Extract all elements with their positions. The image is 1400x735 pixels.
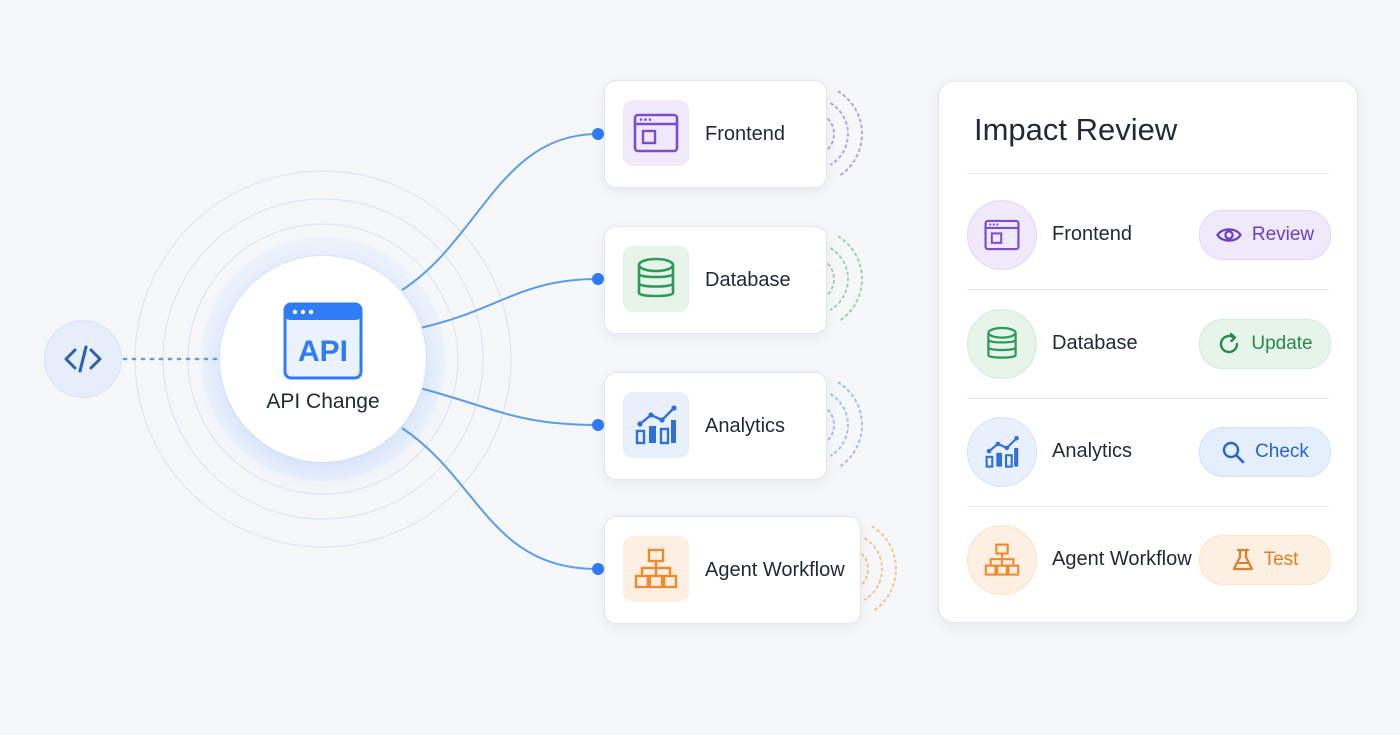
divider <box>967 289 1329 290</box>
api-change-label: API Change <box>266 390 380 413</box>
workflow-icon <box>634 548 678 589</box>
divider <box>967 506 1329 507</box>
impact-review-panel: Impact Review Frontend Review Database <box>938 81 1358 623</box>
row-label: Analytics <box>1052 440 1133 462</box>
node-label: Database <box>705 269 791 291</box>
node-frontend[interactable]: Frontend <box>604 80 827 188</box>
frontend-tile <box>623 100 689 166</box>
signal-wave <box>864 537 883 601</box>
eye-icon <box>1216 228 1242 242</box>
divider <box>967 398 1329 399</box>
row-label: Database <box>1052 332 1138 354</box>
signal-wave <box>837 90 863 178</box>
refresh-icon <box>1220 332 1239 354</box>
port-frontend <box>592 128 604 140</box>
row-agent-workflow-icon <box>967 525 1037 595</box>
node-label: Analytics <box>705 415 786 437</box>
wire-analytics <box>419 387 599 426</box>
review-button[interactable]: Review <box>1199 210 1331 260</box>
chart-icon <box>985 435 1019 468</box>
flask-icon <box>1232 548 1253 571</box>
signal-wave <box>830 393 849 457</box>
test-button-label: Test <box>1263 549 1299 570</box>
port-database <box>592 273 604 285</box>
review-button-label: Review <box>1251 224 1315 245</box>
api-icon-text: API <box>298 335 348 368</box>
database-tile <box>623 246 689 312</box>
update-button-label: Update <box>1251 333 1313 354</box>
port-agent-workflow <box>592 563 604 575</box>
row-database-icon <box>967 309 1037 379</box>
wire-frontend <box>401 133 599 291</box>
signal-wave <box>871 525 897 613</box>
agent-workflow-tile <box>623 536 689 602</box>
row-frontend-icon <box>967 200 1037 270</box>
signal-wave <box>837 235 863 323</box>
port-analytics <box>592 419 604 431</box>
api-change-hub[interactable]: API API Change <box>220 256 426 462</box>
api-window-icon: API <box>283 302 363 385</box>
node-agent-workflow[interactable]: Agent Workflow <box>604 516 861 624</box>
check-button[interactable]: Check <box>1199 427 1331 477</box>
source-code-node[interactable] <box>44 320 122 398</box>
node-label: Frontend <box>705 123 786 145</box>
database-icon <box>987 326 1017 359</box>
update-button[interactable]: Update <box>1199 319 1331 369</box>
node-database[interactable]: Database <box>604 226 827 334</box>
node-analytics[interactable]: Analytics <box>604 372 827 480</box>
analytics-tile <box>623 392 689 458</box>
row-label: Frontend <box>1052 223 1133 245</box>
browser-window-icon <box>984 219 1020 251</box>
wire-database <box>419 278 599 329</box>
hub-halo <box>134 170 512 548</box>
workflow-icon <box>984 543 1020 576</box>
check-button-label: Check <box>1255 441 1309 462</box>
row-analytics-icon <box>967 417 1037 487</box>
wire-agent-workflow <box>401 427 599 570</box>
search-icon <box>1222 441 1245 464</box>
signal-wave <box>837 381 863 469</box>
database-icon <box>637 257 675 298</box>
code-icon <box>64 345 102 373</box>
test-button[interactable]: Test <box>1199 535 1331 585</box>
divider <box>967 173 1329 174</box>
chart-icon <box>635 405 677 445</box>
row-label: Agent Workflow <box>1052 548 1192 570</box>
panel-title: Impact Review <box>974 112 1178 147</box>
browser-window-icon <box>633 113 679 153</box>
signal-wave <box>830 102 849 166</box>
signal-wave <box>830 247 849 311</box>
node-label: Agent Workflow <box>705 559 845 581</box>
